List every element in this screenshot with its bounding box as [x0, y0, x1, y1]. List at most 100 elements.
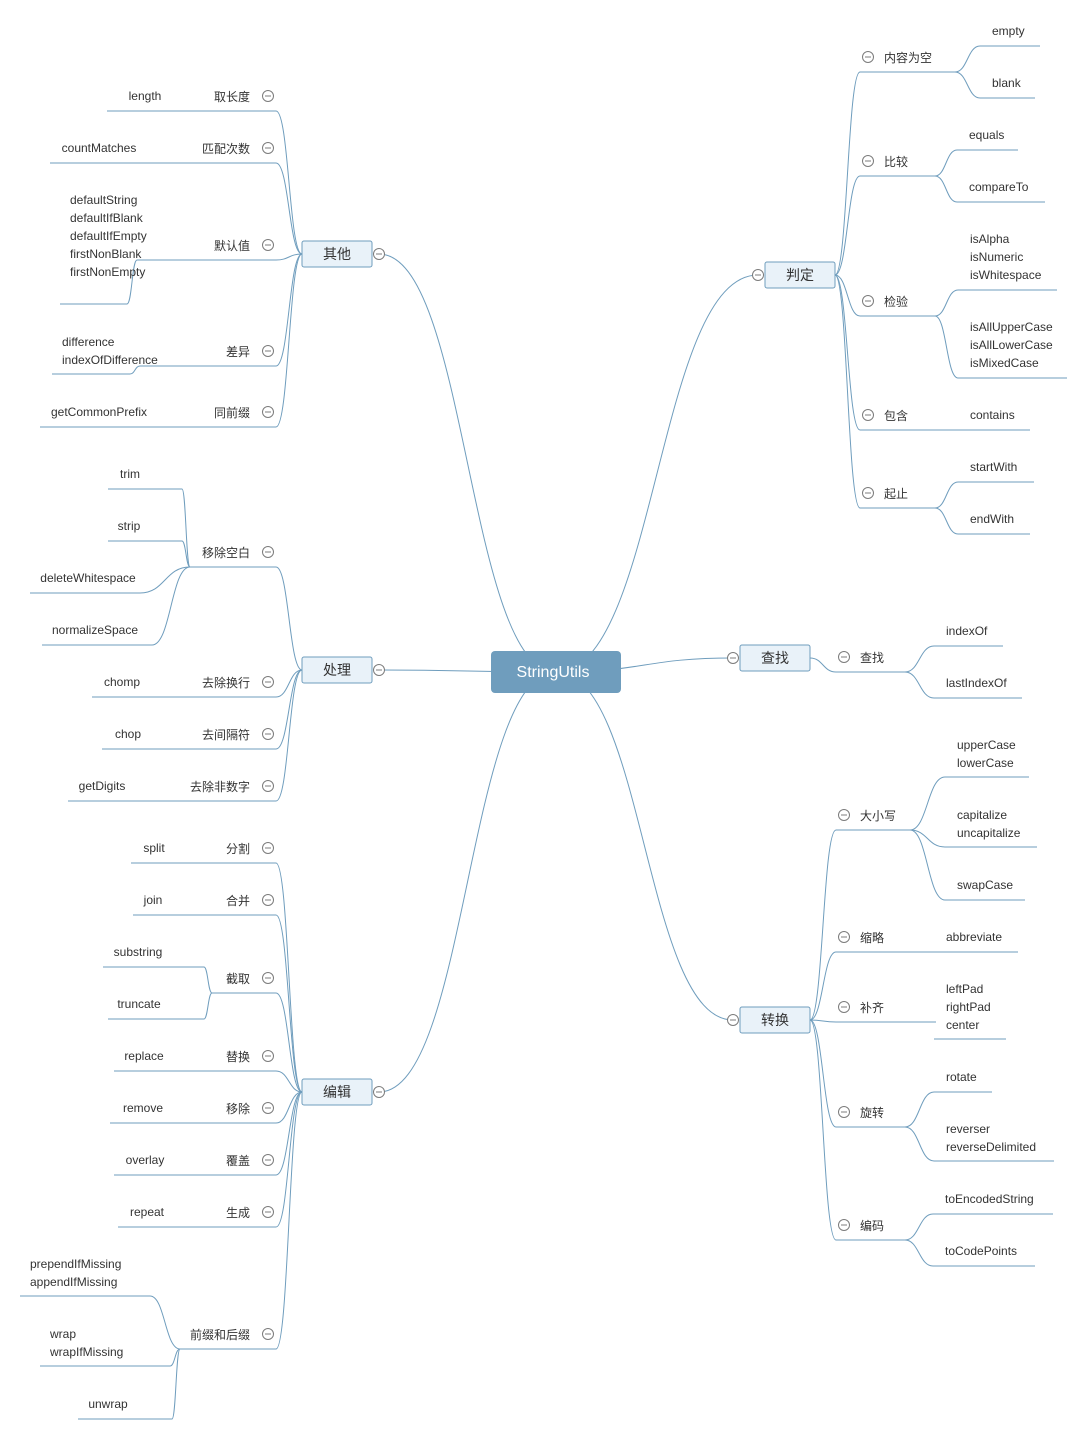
connector-line	[151, 566, 191, 646]
leaf-chop: chop	[115, 727, 141, 741]
group-collapse-icon[interactable]	[262, 728, 274, 740]
group-collapse-icon[interactable]	[262, 1102, 274, 1114]
group-label-panding-3: 包含	[884, 408, 908, 423]
branch-collapse-icon[interactable]	[727, 652, 739, 664]
branch-node-bianji[interactable]: 编辑	[301, 1078, 373, 1106]
connector-line	[378, 671, 557, 1093]
group-collapse-icon[interactable]	[862, 487, 874, 499]
branch-collapse-icon[interactable]	[727, 1014, 739, 1026]
nodes-layer: StringUtils其他取长度length匹配次数countMatches默认…	[30, 24, 1053, 1411]
group-collapse-icon[interactable]	[862, 155, 874, 167]
connector-line	[275, 162, 303, 255]
branch-collapse-icon[interactable]	[373, 1086, 385, 1098]
leaf-substring: substring	[114, 945, 163, 959]
group-collapse-icon[interactable]	[838, 1001, 850, 1013]
group-collapse-icon[interactable]	[838, 1106, 850, 1118]
branch-node-chuli[interactable]: 处理	[301, 656, 373, 684]
branch-label: 其他	[323, 246, 351, 262]
leaf-countmatches: countMatches	[62, 141, 137, 155]
group-collapse-icon[interactable]	[838, 809, 850, 821]
group-label-bianji-2: 截取	[226, 972, 250, 986]
group-label-zhuanhuan-3: 旋转	[860, 1105, 884, 1120]
connector-line	[904, 645, 935, 673]
branch-collapse-icon[interactable]	[752, 269, 764, 281]
group-collapse-icon[interactable]	[262, 676, 274, 688]
group-collapse-icon[interactable]	[262, 1154, 274, 1166]
group-label-qita-4: 同前缀	[214, 405, 250, 420]
group-collapse-icon[interactable]	[862, 295, 874, 307]
group-label-zhuanhuan-2: 补齐	[860, 1000, 884, 1015]
branch-node-qita[interactable]: 其他	[301, 240, 373, 268]
group-label-zhuanhuan-4: 编码	[860, 1218, 884, 1233]
group-label-bianji-0: 分割	[226, 841, 250, 856]
group-collapse-icon[interactable]	[838, 651, 850, 663]
connector-line	[275, 669, 303, 698]
connector-line	[809, 1019, 837, 1023]
leaf-length: length	[129, 89, 162, 103]
connector-line	[809, 1019, 837, 1241]
group-label-zhuanhuan-1: 缩略	[860, 930, 884, 945]
branch-node-panding[interactable]: 判定	[764, 261, 836, 289]
group-collapse-icon[interactable]	[262, 842, 274, 854]
group-collapse-icon[interactable]	[262, 546, 274, 558]
connector-line	[181, 488, 191, 568]
branch-collapse-icon[interactable]	[373, 248, 385, 260]
connector-line	[275, 1091, 303, 1176]
group-label-bianji-4: 移除	[226, 1101, 250, 1116]
group-collapse-icon[interactable]	[862, 51, 874, 63]
connector-line	[275, 992, 303, 1093]
leaf-chomp: chomp	[104, 675, 140, 689]
group-collapse-icon[interactable]	[262, 894, 274, 906]
group-collapse-icon[interactable]	[838, 931, 850, 943]
group-label-qita-1: 匹配次数	[202, 141, 250, 156]
branch-node-chazhao[interactable]: 查找	[739, 644, 811, 672]
group-label-bianji-1: 合并	[226, 893, 250, 908]
group-collapse-icon[interactable]	[838, 1219, 850, 1231]
connector-line	[834, 175, 861, 276]
group-label-chuli-3: 去除非数字	[190, 779, 250, 794]
leaf-getdigits: getDigits	[79, 779, 126, 793]
group-collapse-icon[interactable]	[862, 409, 874, 421]
connector-line	[809, 829, 837, 1021]
connector-line	[904, 1091, 935, 1128]
group-collapse-icon[interactable]	[262, 1206, 274, 1218]
connector-line	[275, 669, 303, 750]
connector-line	[275, 669, 303, 802]
group-label-qita-0: 取长度	[214, 89, 250, 104]
group-collapse-icon[interactable]	[262, 780, 274, 792]
branch-label: 判定	[786, 267, 814, 283]
connector-line	[809, 951, 837, 1021]
leaf-unwrap: unwrap	[88, 1397, 128, 1411]
leaf-contains: contains	[970, 408, 1015, 422]
group-label-chuli-2: 去间隔符	[202, 727, 250, 742]
group-collapse-icon[interactable]	[262, 1050, 274, 1062]
leaf-tocodepoints: toCodePoints	[945, 1244, 1017, 1258]
root-node[interactable]: StringUtils	[491, 651, 621, 693]
connector-line	[834, 71, 861, 276]
group-collapse-icon[interactable]	[262, 406, 274, 418]
connector-line	[275, 862, 303, 1093]
branch-node-zhuanhuan[interactable]: 转换	[739, 1006, 811, 1034]
connector-line	[934, 289, 959, 317]
group-collapse-icon[interactable]	[262, 239, 274, 251]
connector-line	[834, 274, 861, 431]
group-label-chuli-1: 去除换行	[202, 675, 250, 690]
group-collapse-icon[interactable]	[262, 345, 274, 357]
connector-line	[275, 110, 303, 255]
group-collapse-icon[interactable]	[262, 142, 274, 154]
group-collapse-icon[interactable]	[262, 972, 274, 984]
leaf-blank: blank	[992, 76, 1022, 90]
leaf-remove: remove	[123, 1101, 163, 1115]
group-label-panding-4: 起止	[884, 487, 908, 501]
leaf-startwith: startWith	[970, 460, 1017, 474]
group-collapse-icon[interactable]	[262, 1328, 274, 1340]
leaf-split: split	[143, 841, 165, 855]
connector-line	[275, 253, 303, 428]
group-collapse-icon[interactable]	[262, 90, 274, 102]
leaf-toencodedstring: toEncodedString	[945, 1192, 1034, 1206]
branch-collapse-icon[interactable]	[373, 664, 385, 676]
leaf-replace: replace	[124, 1049, 164, 1063]
